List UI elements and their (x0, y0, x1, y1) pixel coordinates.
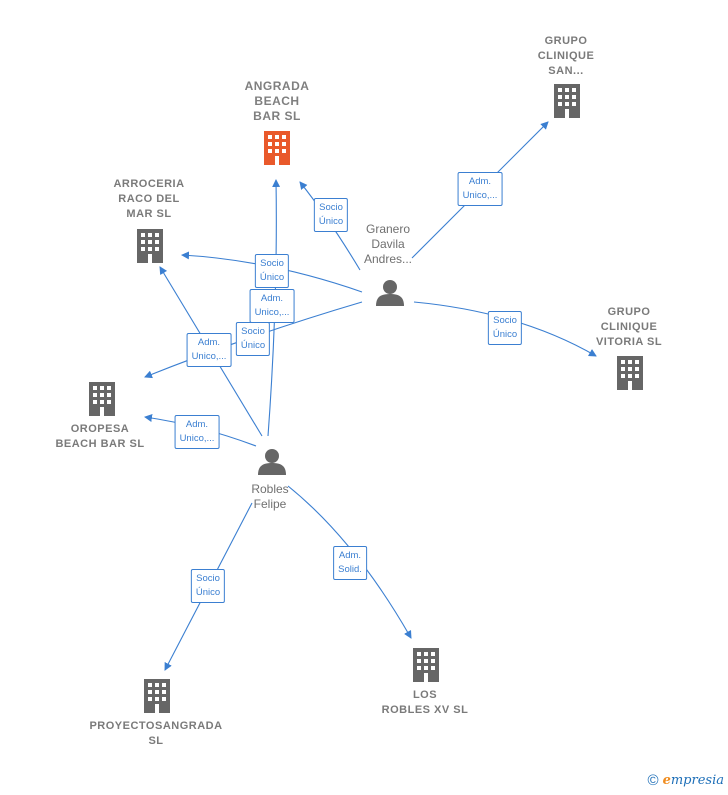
node-label-proyectos[interactable]: PROYECTOSANGRADA SL (89, 720, 223, 747)
edge-label-robles-arroceria: Adm.Unico,... (186, 333, 232, 367)
node-label-arroceria[interactable]: ARROCERIA RACO DEL MAR SL (113, 178, 185, 220)
building-icon[interactable] (413, 648, 439, 682)
node-label-oropesa[interactable]: OROPESA BEACH BAR SL (55, 423, 145, 450)
node-label-robles[interactable]: Robles Felipe (251, 482, 289, 511)
building-icon[interactable] (137, 229, 163, 263)
person-icon[interactable] (376, 280, 404, 306)
brand-logo[interactable]: empresia (662, 773, 724, 788)
edge-label-robles-angrada: Adm.Unico,... (249, 289, 295, 323)
edge-label-robles-oropesa: Adm.Unico,... (174, 415, 220, 449)
building-icon[interactable] (554, 84, 580, 118)
edge-label-robles-los-robles: Adm.Solid. (333, 546, 367, 580)
building-icon-highlighted[interactable] (264, 131, 290, 165)
copyright-icon: © (647, 772, 659, 789)
node-label-angrada[interactable]: ANGRADA BEACH BAR SL (244, 79, 310, 123)
node-label-clinique-san[interactable]: GRUPO CLINIQUE SAN... (537, 35, 595, 77)
building-icon[interactable] (89, 382, 115, 416)
node-label-granero[interactable]: Granero Davila Andres... (363, 222, 413, 266)
footer-brand: © empresia (648, 772, 724, 789)
building-icon[interactable] (144, 679, 170, 713)
building-icon[interactable] (617, 356, 643, 390)
node-label-los-robles[interactable]: LOS ROBLES XV SL (381, 689, 469, 716)
edge-label-granero-clinique-san: Adm.Unico,... (457, 172, 503, 206)
person-icon[interactable] (258, 449, 286, 475)
node-label-clinique-vitoria[interactable]: GRUPO CLINIQUE VITORIA SL (595, 306, 663, 348)
